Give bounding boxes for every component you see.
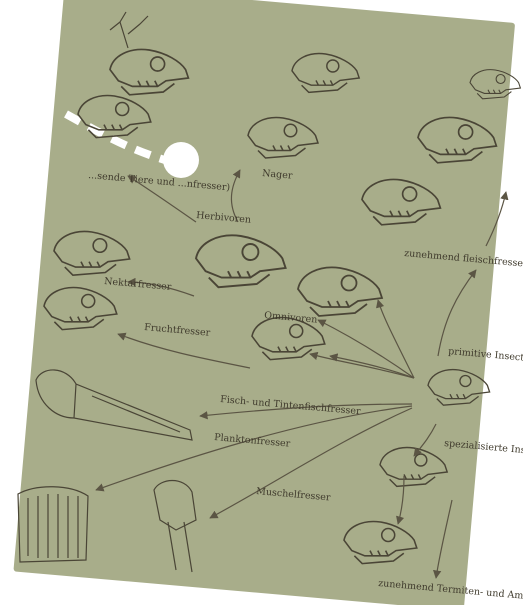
card-background	[13, 0, 515, 605]
punch-hole-icon	[163, 142, 199, 178]
